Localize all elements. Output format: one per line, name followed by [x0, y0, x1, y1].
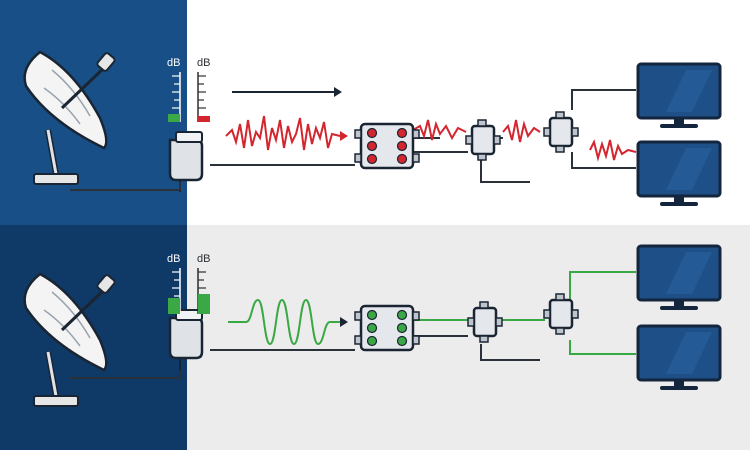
arrow-icon: [232, 87, 342, 97]
db-meter-left: [168, 72, 181, 122]
tv-icon-2: [636, 140, 722, 208]
db-meter-left-label: dB: [167, 57, 180, 69]
bottom-green-cables: [413, 271, 636, 355]
db-meter-right-label-bottom: dB: [197, 253, 210, 265]
tv-icon-bottom-2: [636, 324, 722, 392]
db-meter-right-bottom: [197, 268, 210, 314]
multiswitch-icon-bottom: [353, 304, 421, 352]
tv-icon: [636, 62, 722, 130]
multiswitch-icon: [353, 122, 421, 170]
noisy-signal-wave-4: [589, 139, 637, 162]
top-panel: dB dB: [25, 52, 722, 208]
db-meter-right-level: [198, 116, 210, 122]
db-meter-right-level-bottom: [198, 294, 210, 314]
noisy-signal-arrowhead: [340, 131, 348, 141]
clean-signal-arrowhead: [340, 317, 348, 327]
noisy-signal-wave: [225, 115, 341, 151]
bottom-panel: dB dB: [25, 244, 722, 406]
top-cables: [70, 89, 636, 191]
tv-icon-bottom: [636, 244, 722, 312]
noisy-signal-wave-2: [412, 119, 467, 141]
db-meter-right-label: dB: [197, 57, 210, 69]
db-meter-left-level-bottom: [168, 298, 180, 314]
bottom-cables: [70, 335, 540, 379]
noisy-signal-wave-3: [502, 119, 541, 143]
db-meter-right: [197, 72, 210, 122]
db-meter-left-level: [168, 114, 180, 122]
db-meter-left-label-bottom: dB: [167, 253, 180, 265]
clean-signal-wave: [228, 298, 340, 346]
db-meter-left-bottom: [168, 268, 181, 314]
